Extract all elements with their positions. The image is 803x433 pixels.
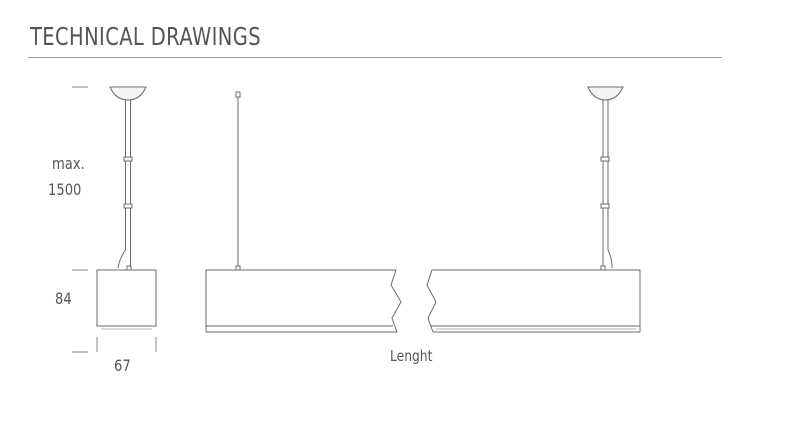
length-label: Lenght xyxy=(390,347,433,365)
front-view-canopy xyxy=(587,86,624,101)
side-view xyxy=(96,86,157,330)
front-view-left xyxy=(205,91,402,333)
side-view-canopy xyxy=(109,86,147,101)
title-divider xyxy=(28,57,722,58)
side-view-body xyxy=(96,269,157,327)
front-view-right xyxy=(426,86,641,333)
max-value: 1500 xyxy=(48,180,82,199)
max-label: max. xyxy=(52,154,85,173)
page-title: TECHNICAL DRAWINGS xyxy=(30,22,262,51)
height-value: 84 xyxy=(55,289,72,308)
width-value: 67 xyxy=(114,356,131,375)
left-dimension-ticks xyxy=(72,86,157,353)
